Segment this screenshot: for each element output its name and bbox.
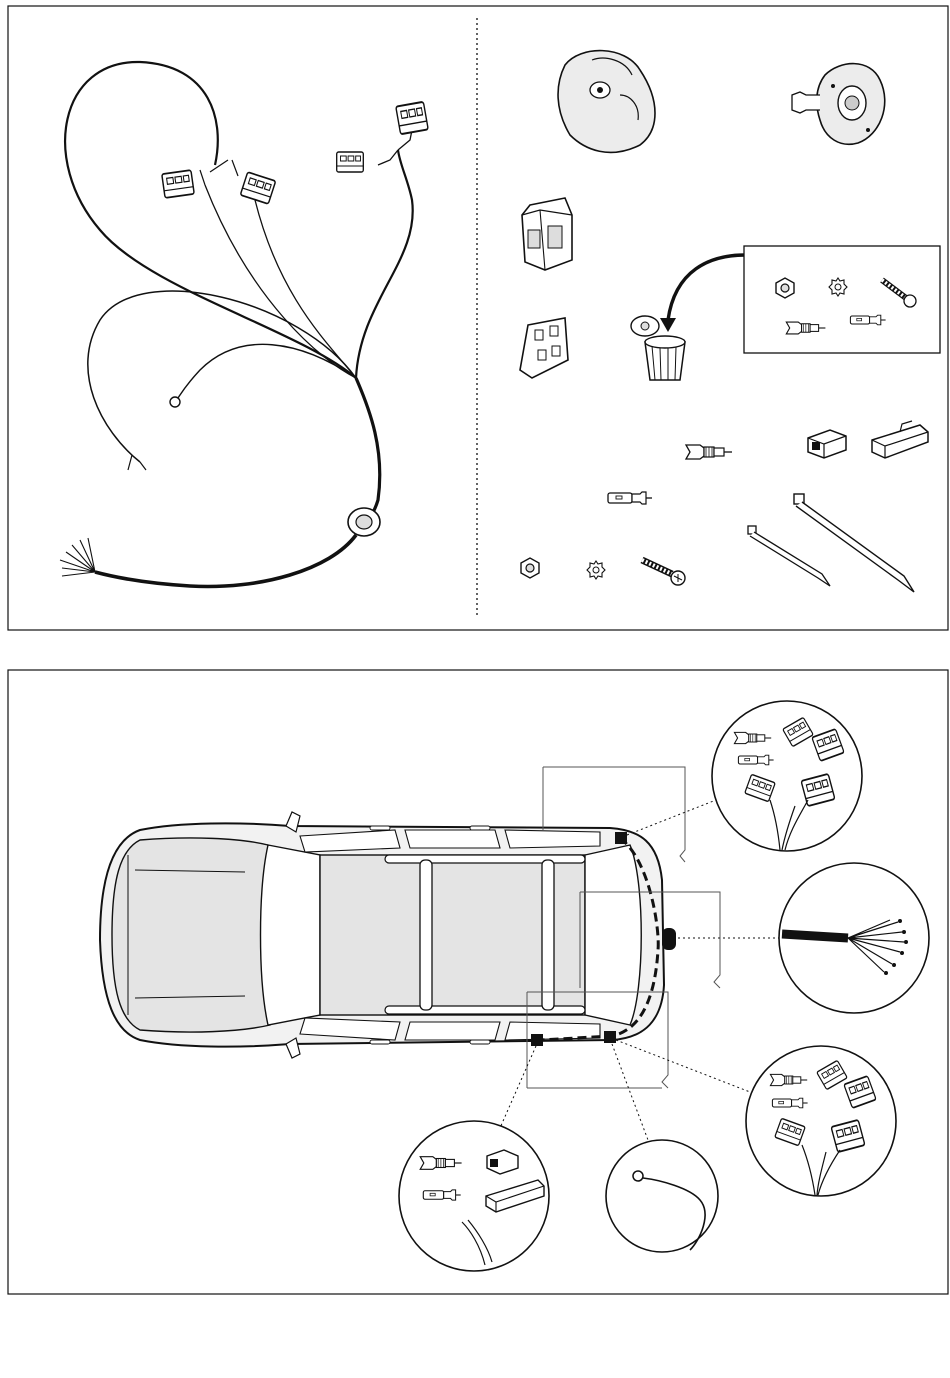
connector-detail-icon [399, 1121, 549, 1271]
square-housing-icon [808, 430, 846, 458]
bullet-connector-icon [686, 445, 732, 459]
car-top-view-icon [100, 812, 676, 1058]
cable-bundle-icon [779, 863, 929, 1013]
cable-tie-icon [748, 526, 830, 586]
grommet-icon [631, 255, 745, 380]
relay-block-icon [522, 198, 572, 270]
lock-washer-icon [587, 561, 605, 579]
connector-detail-icon [746, 1046, 896, 1196]
cable-tie-icon [794, 494, 914, 592]
connector-detail-icon [712, 701, 862, 851]
wiring-harness-icon [60, 62, 428, 587]
channel-housing-icon [872, 421, 928, 458]
screw-icon [642, 560, 685, 585]
ring-terminal-icon [606, 1140, 718, 1252]
spade-connector-icon [608, 492, 652, 504]
kit-contents-panel [8, 6, 948, 630]
arrow-icon [668, 255, 745, 320]
socket-plate-icon [792, 64, 885, 145]
socket-housing-icon [558, 51, 655, 153]
detail-box-icon [744, 246, 940, 353]
vehicle-installation-panel [8, 670, 948, 1294]
connector-clip-icon [520, 318, 568, 378]
hex-nut-icon [521, 558, 539, 578]
